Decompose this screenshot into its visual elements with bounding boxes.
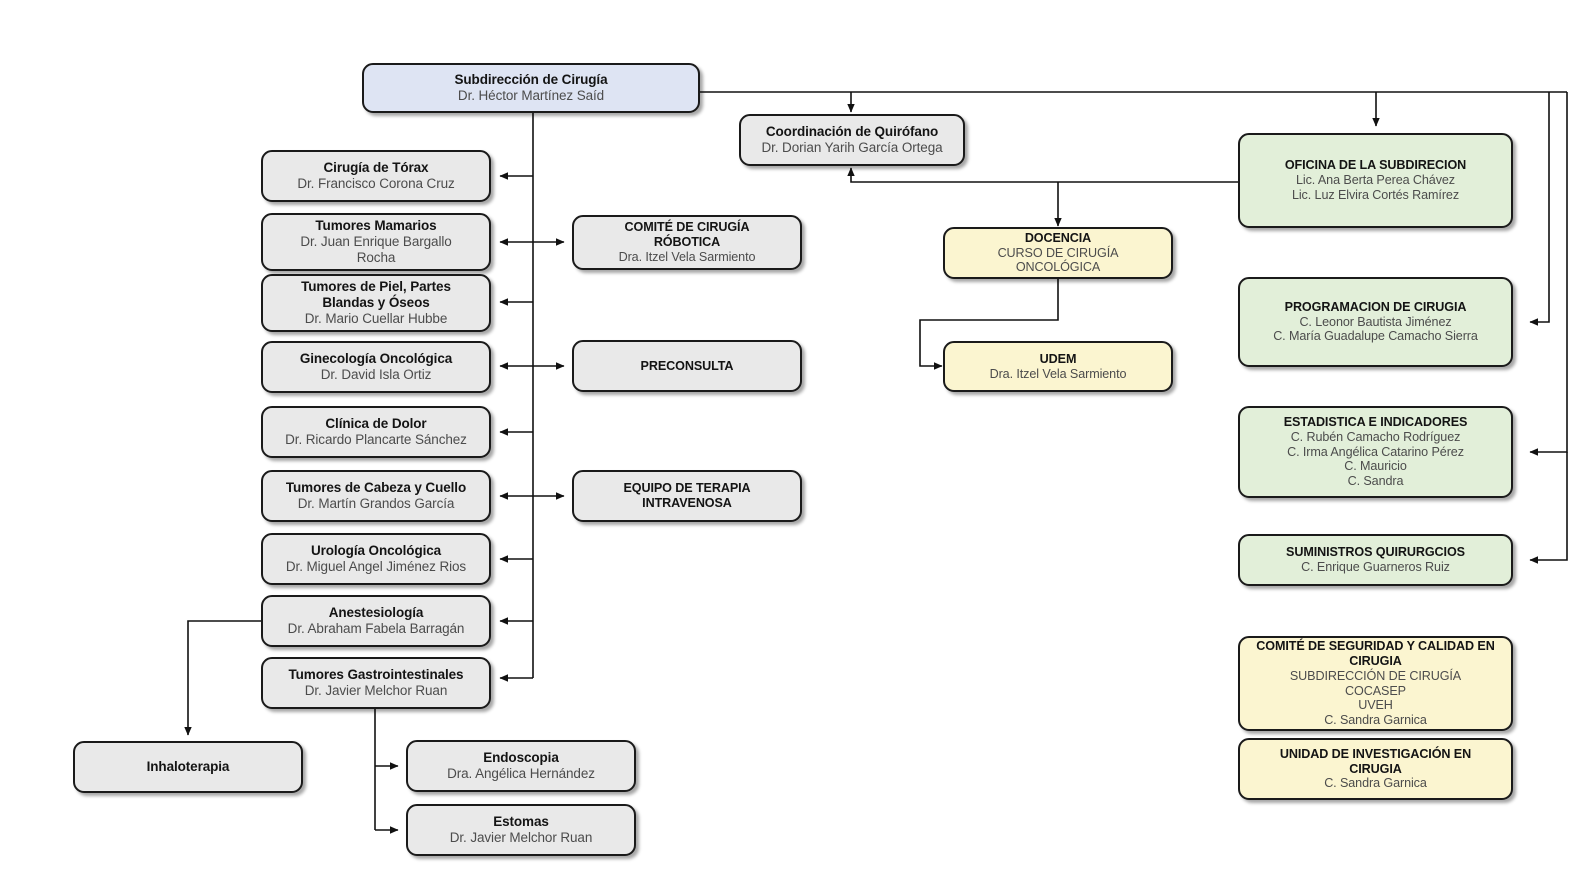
node-title: COMITÉ DE CIRUGÍA — [624, 220, 750, 235]
node-subtitle-2: COCASEP — [1345, 683, 1406, 698]
node-title: Inhaloterapia — [146, 759, 230, 775]
wire-oficina-quirofano — [847, 167, 1239, 183]
node-tumores-de-piel-partes-blandas-y-oseos[interactable]: Tumores de Piel, Partes Blandas y Óseos … — [261, 274, 491, 332]
node-oficina-de-la-subdireccion[interactable]: OFICINA DE LA SUBDIRECION Lic. Ana Berta… — [1238, 133, 1513, 228]
wire-root-programacion — [1529, 92, 1550, 326]
node-estomas[interactable]: Estomas Dr. Javier Melchor Ruan — [406, 804, 636, 856]
node-subtitle: C. Leonor Bautista Jiménez — [1299, 314, 1452, 329]
node-title: Estomas — [493, 814, 549, 830]
node-subtitle-2: C. María Guadalupe Camacho Sierra — [1273, 329, 1478, 344]
node-tumores-de-cabeza-y-cuello[interactable]: Tumores de Cabeza y Cuello Dr. Martín Gr… — [261, 470, 491, 522]
node-title-2: INTRAVENOSA — [642, 496, 732, 510]
node-title: DOCENCIA — [1024, 230, 1092, 245]
node-title: Endoscopia — [483, 750, 559, 766]
node-subtitle: Dr. Javier Melchor Ruan — [449, 830, 593, 845]
node-subtitle: Dr. Juan Enrique Bargallo — [300, 234, 452, 250]
node-tumores-mamarios[interactable]: Tumores Mamarios Dr. Juan Enrique Bargal… — [261, 213, 491, 271]
node-title: PRECONSULTA — [640, 358, 734, 373]
node-subtitle: SUBDIRECCIÓN DE CIRUGÍA — [1289, 668, 1462, 683]
node-title: Cirugía de Tórax — [323, 160, 429, 176]
node-comite-de-cirugia-robotica[interactable]: COMITÉ DE CIRUGÍA RÓBOTICA Dra. Itzel Ve… — [572, 215, 802, 270]
node-subtitle: Dr. Héctor Martínez Saíd — [457, 88, 605, 103]
node-title: Subdirección de Cirugía — [454, 72, 608, 88]
node-subtitle: C. Rubén Camacho Rodríguez — [1290, 429, 1461, 444]
node-subtitle-4: C. Sandra Garnica — [1324, 713, 1427, 728]
node-inhaloterapia[interactable]: Inhaloterapia — [73, 741, 303, 793]
node-subdireccion-de-cirugia[interactable]: Subdirección de Cirugía Dr. Héctor Martí… — [362, 63, 700, 113]
node-subtitle: C. Sandra Garnica — [1324, 776, 1427, 791]
node-subtitle: Dr. Miguel Angel Jiménez Rios — [285, 559, 467, 574]
node-title-2: RÓBOTICA — [653, 235, 721, 250]
node-subtitle: Dr. Dorian Yarih García Ortega — [761, 140, 943, 155]
node-subtitle-2: Rocha — [356, 249, 396, 265]
node-title: Tumores de Cabeza y Cuello — [285, 480, 467, 496]
node-title: PROGRAMACION DE CIRUGIA — [1284, 299, 1467, 314]
node-title: UDEM — [1039, 351, 1077, 366]
node-subtitle: Dra. Angélica Hernández — [447, 766, 595, 781]
node-urologia-oncologica[interactable]: Urología Oncológica Dr. Miguel Angel Jim… — [261, 533, 491, 585]
node-title: Tumores de Piel, Partes — [301, 279, 451, 295]
node-subtitle: Dr. Javier Melchor Ruan — [304, 683, 448, 698]
node-title: Anestesiología — [328, 605, 424, 621]
node-title: Ginecología Oncológica — [299, 351, 453, 367]
node-title: Urología Oncológica — [310, 543, 442, 559]
wire-anestesiologia-inhaloterapia — [184, 620, 261, 736]
node-title-2: CIRUGIA — [1349, 761, 1402, 776]
node-title: OFICINA DE LA SUBDIRECION — [1284, 158, 1467, 173]
node-title: COMITÉ DE SEGURIDAD Y CALIDAD EN — [1256, 638, 1495, 653]
node-endoscopia[interactable]: Endoscopia Dra. Angélica Hernández — [406, 740, 636, 792]
node-subtitle: Dra. Itzel Vela Sarmiento — [989, 366, 1127, 381]
node-title-2: CIRUGIA — [1349, 653, 1402, 668]
node-title: SUMINISTROS QUIRURGCIOS — [1286, 545, 1465, 560]
node-subtitle-2: C. Irma Angélica Catarino Pérez — [1287, 444, 1464, 459]
node-ginecologia-oncologica[interactable]: Ginecología Oncológica Dr. David Isla Or… — [261, 341, 491, 393]
node-subtitle: Dr. Francisco Corona Cruz — [297, 176, 455, 191]
node-anestesiologia[interactable]: Anestesiología Dr. Abraham Fabela Barrag… — [261, 595, 491, 647]
node-tumores-gastrointestinales[interactable]: Tumores Gastrointestinales Dr. Javier Me… — [261, 657, 491, 709]
node-comite-de-seguridad-y-calidad-en-cirugia[interactable]: COMITÉ DE SEGURIDAD Y CALIDAD EN CIRUGIA… — [1238, 636, 1513, 731]
node-subtitle: C. Enrique Guarneros Ruiz — [1301, 560, 1450, 574]
node-subtitle-4: C. Sandra — [1347, 474, 1404, 489]
node-title: ESTADISTICA E INDICADORES — [1283, 414, 1468, 429]
node-subtitle-3: C. Mauricio — [1344, 459, 1407, 474]
node-udem[interactable]: UDEM Dra. Itzel Vela Sarmiento — [943, 341, 1173, 392]
node-subtitle: Dr. Abraham Fabela Barragán — [287, 621, 465, 636]
node-subtitle-2: ONCOLÓGICA — [1015, 260, 1101, 275]
node-title: Tumores Mamarios — [315, 218, 437, 234]
node-cirugia-de-torax[interactable]: Cirugía de Tórax Dr. Francisco Corona Cr… — [261, 150, 491, 202]
wire-root-suministros — [1529, 452, 1568, 564]
node-subtitle: Dr. Martín Grandos García — [297, 496, 455, 511]
wire-root-estadistica — [1529, 92, 1568, 456]
node-subtitle: CURSO DE CIRUGÍA — [997, 245, 1119, 260]
node-programacion-de-cirugia[interactable]: PROGRAMACION DE CIRUGIA C. Leonor Bautis… — [1238, 277, 1513, 367]
node-title: Tumores Gastrointestinales — [288, 667, 464, 683]
node-coordinacion-de-quirofano[interactable]: Coordinación de Quirófano Dr. Dorian Yar… — [739, 114, 965, 166]
node-title: UNIDAD DE INVESTIGACIÓN EN — [1279, 746, 1472, 761]
node-equipo-de-terapia-intravenosa[interactable]: EQUIPO DE TERAPIA INTRAVENOSA — [572, 470, 802, 522]
node-unidad-de-investigacion-en-cirugia[interactable]: UNIDAD DE INVESTIGACIÓN EN CIRUGIA C. Sa… — [1238, 738, 1513, 800]
node-subtitle: Dra. Itzel Vela Sarmiento — [618, 249, 756, 264]
node-title: EQUIPO DE TERAPIA — [623, 481, 751, 496]
node-title: Coordinación de Quirófano — [765, 124, 939, 140]
node-subtitle: Dr. David Isla Ortiz — [320, 367, 432, 382]
node-clinica-de-dolor[interactable]: Clínica de Dolor Dr. Ricardo Plancarte S… — [261, 406, 491, 458]
node-suministros-quirurgcios[interactable]: SUMINISTROS QUIRURGCIOS C. Enrique Guarn… — [1238, 534, 1513, 586]
node-estadistica-e-indicadores[interactable]: ESTADISTICA E INDICADORES C. Rubén Camac… — [1238, 406, 1513, 498]
node-title: Clínica de Dolor — [325, 416, 427, 432]
node-preconsulta[interactable]: PRECONSULTA — [572, 340, 802, 392]
node-subtitle: Lic. Ana Berta Perea Chávez — [1295, 173, 1455, 188]
node-docencia[interactable]: DOCENCIA CURSO DE CIRUGÍA ONCOLÓGICA — [943, 227, 1173, 279]
node-subtitle-2: Lic. Luz Elvira Cortés Ramírez — [1291, 187, 1460, 202]
node-title-2: Blandas y Óseos — [322, 295, 430, 311]
node-subtitle-3: UVEH — [1358, 698, 1393, 713]
node-subtitle: Dr. Mario Cuellar Hubbe — [304, 310, 448, 326]
node-subtitle: Dr. Ricardo Plancarte Sánchez — [285, 432, 467, 447]
